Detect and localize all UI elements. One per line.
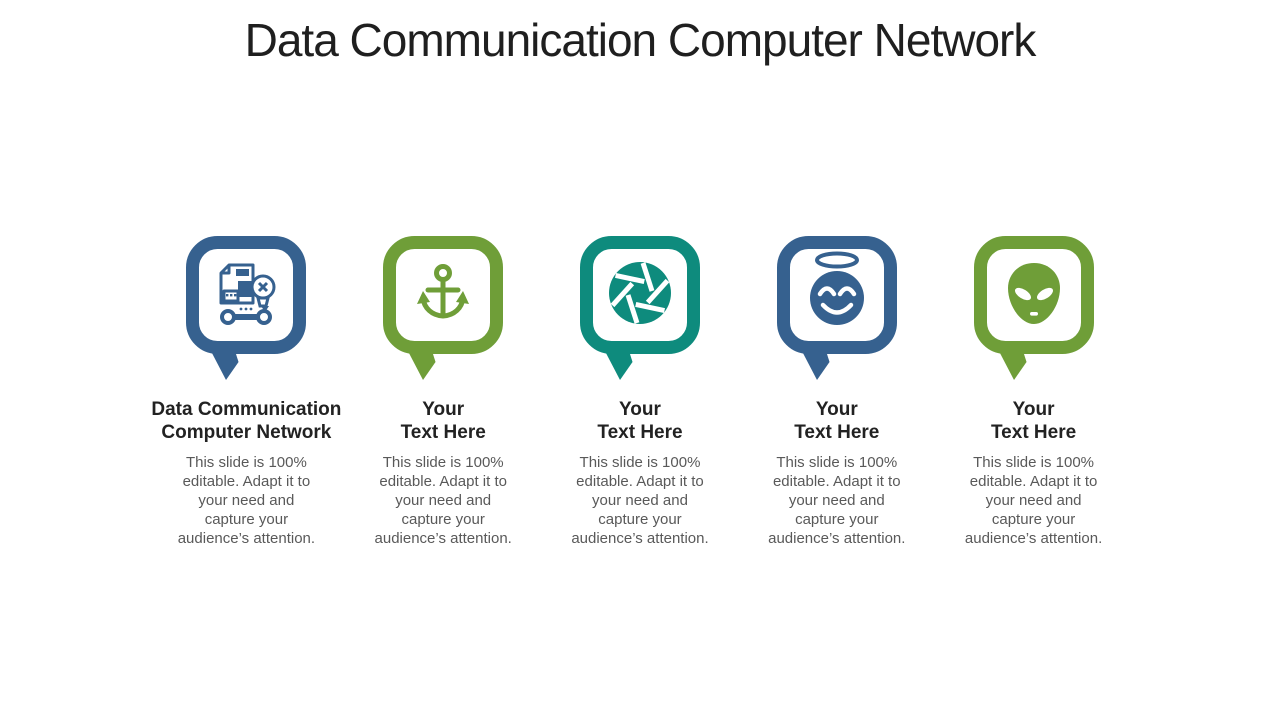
card-anchor: Your Text Here This slide is 100% editab… <box>345 236 542 548</box>
card-heading: Your Text Here <box>597 399 683 443</box>
speech-bubble-icon <box>973 236 1094 380</box>
card-body-text: This slide is 100% editable. Adapt it to… <box>374 454 512 547</box>
speech-bubble-icon <box>579 236 700 380</box>
innovation-document-icon <box>219 263 276 325</box>
card-heading: Your Text Here <box>400 399 486 443</box>
anchor-icon <box>417 264 470 319</box>
speech-bubble-icon <box>776 236 897 380</box>
card-alien: Your Text Here This slide is 100% editab… <box>935 236 1132 548</box>
card-heading: Your Text Here <box>990 399 1077 443</box>
card-heading: Your Text Here <box>794 399 880 443</box>
speech-bubble-icon <box>186 236 307 380</box>
card-smiley: Your Text Here This slide is 100% editab… <box>738 236 935 548</box>
card-data-communication: Data Communication Computer Network This… <box>148 236 345 548</box>
aperture-icon <box>608 262 671 324</box>
speech-bubble-icon <box>383 236 504 380</box>
card-body-text: This slide is 100% editable. Adapt it to… <box>768 454 906 547</box>
card-aperture: Your Text Here This slide is 100% editab… <box>542 236 739 548</box>
card-heading: Data Communication Computer Network <box>151 399 342 443</box>
card-body-text: This slide is 100% editable. Adapt it to… <box>177 454 316 547</box>
card-body-text: This slide is 100% editable. Adapt it to… <box>571 454 709 547</box>
alien-icon <box>1007 263 1060 324</box>
page-title: Data Communication Computer Network <box>244 14 1037 66</box>
innocent-smiley-icon <box>809 251 864 325</box>
cards-row: Data Communication Computer Network This… <box>148 236 1132 548</box>
card-body-text: This slide is 100% editable. Adapt it to… <box>964 454 1103 547</box>
